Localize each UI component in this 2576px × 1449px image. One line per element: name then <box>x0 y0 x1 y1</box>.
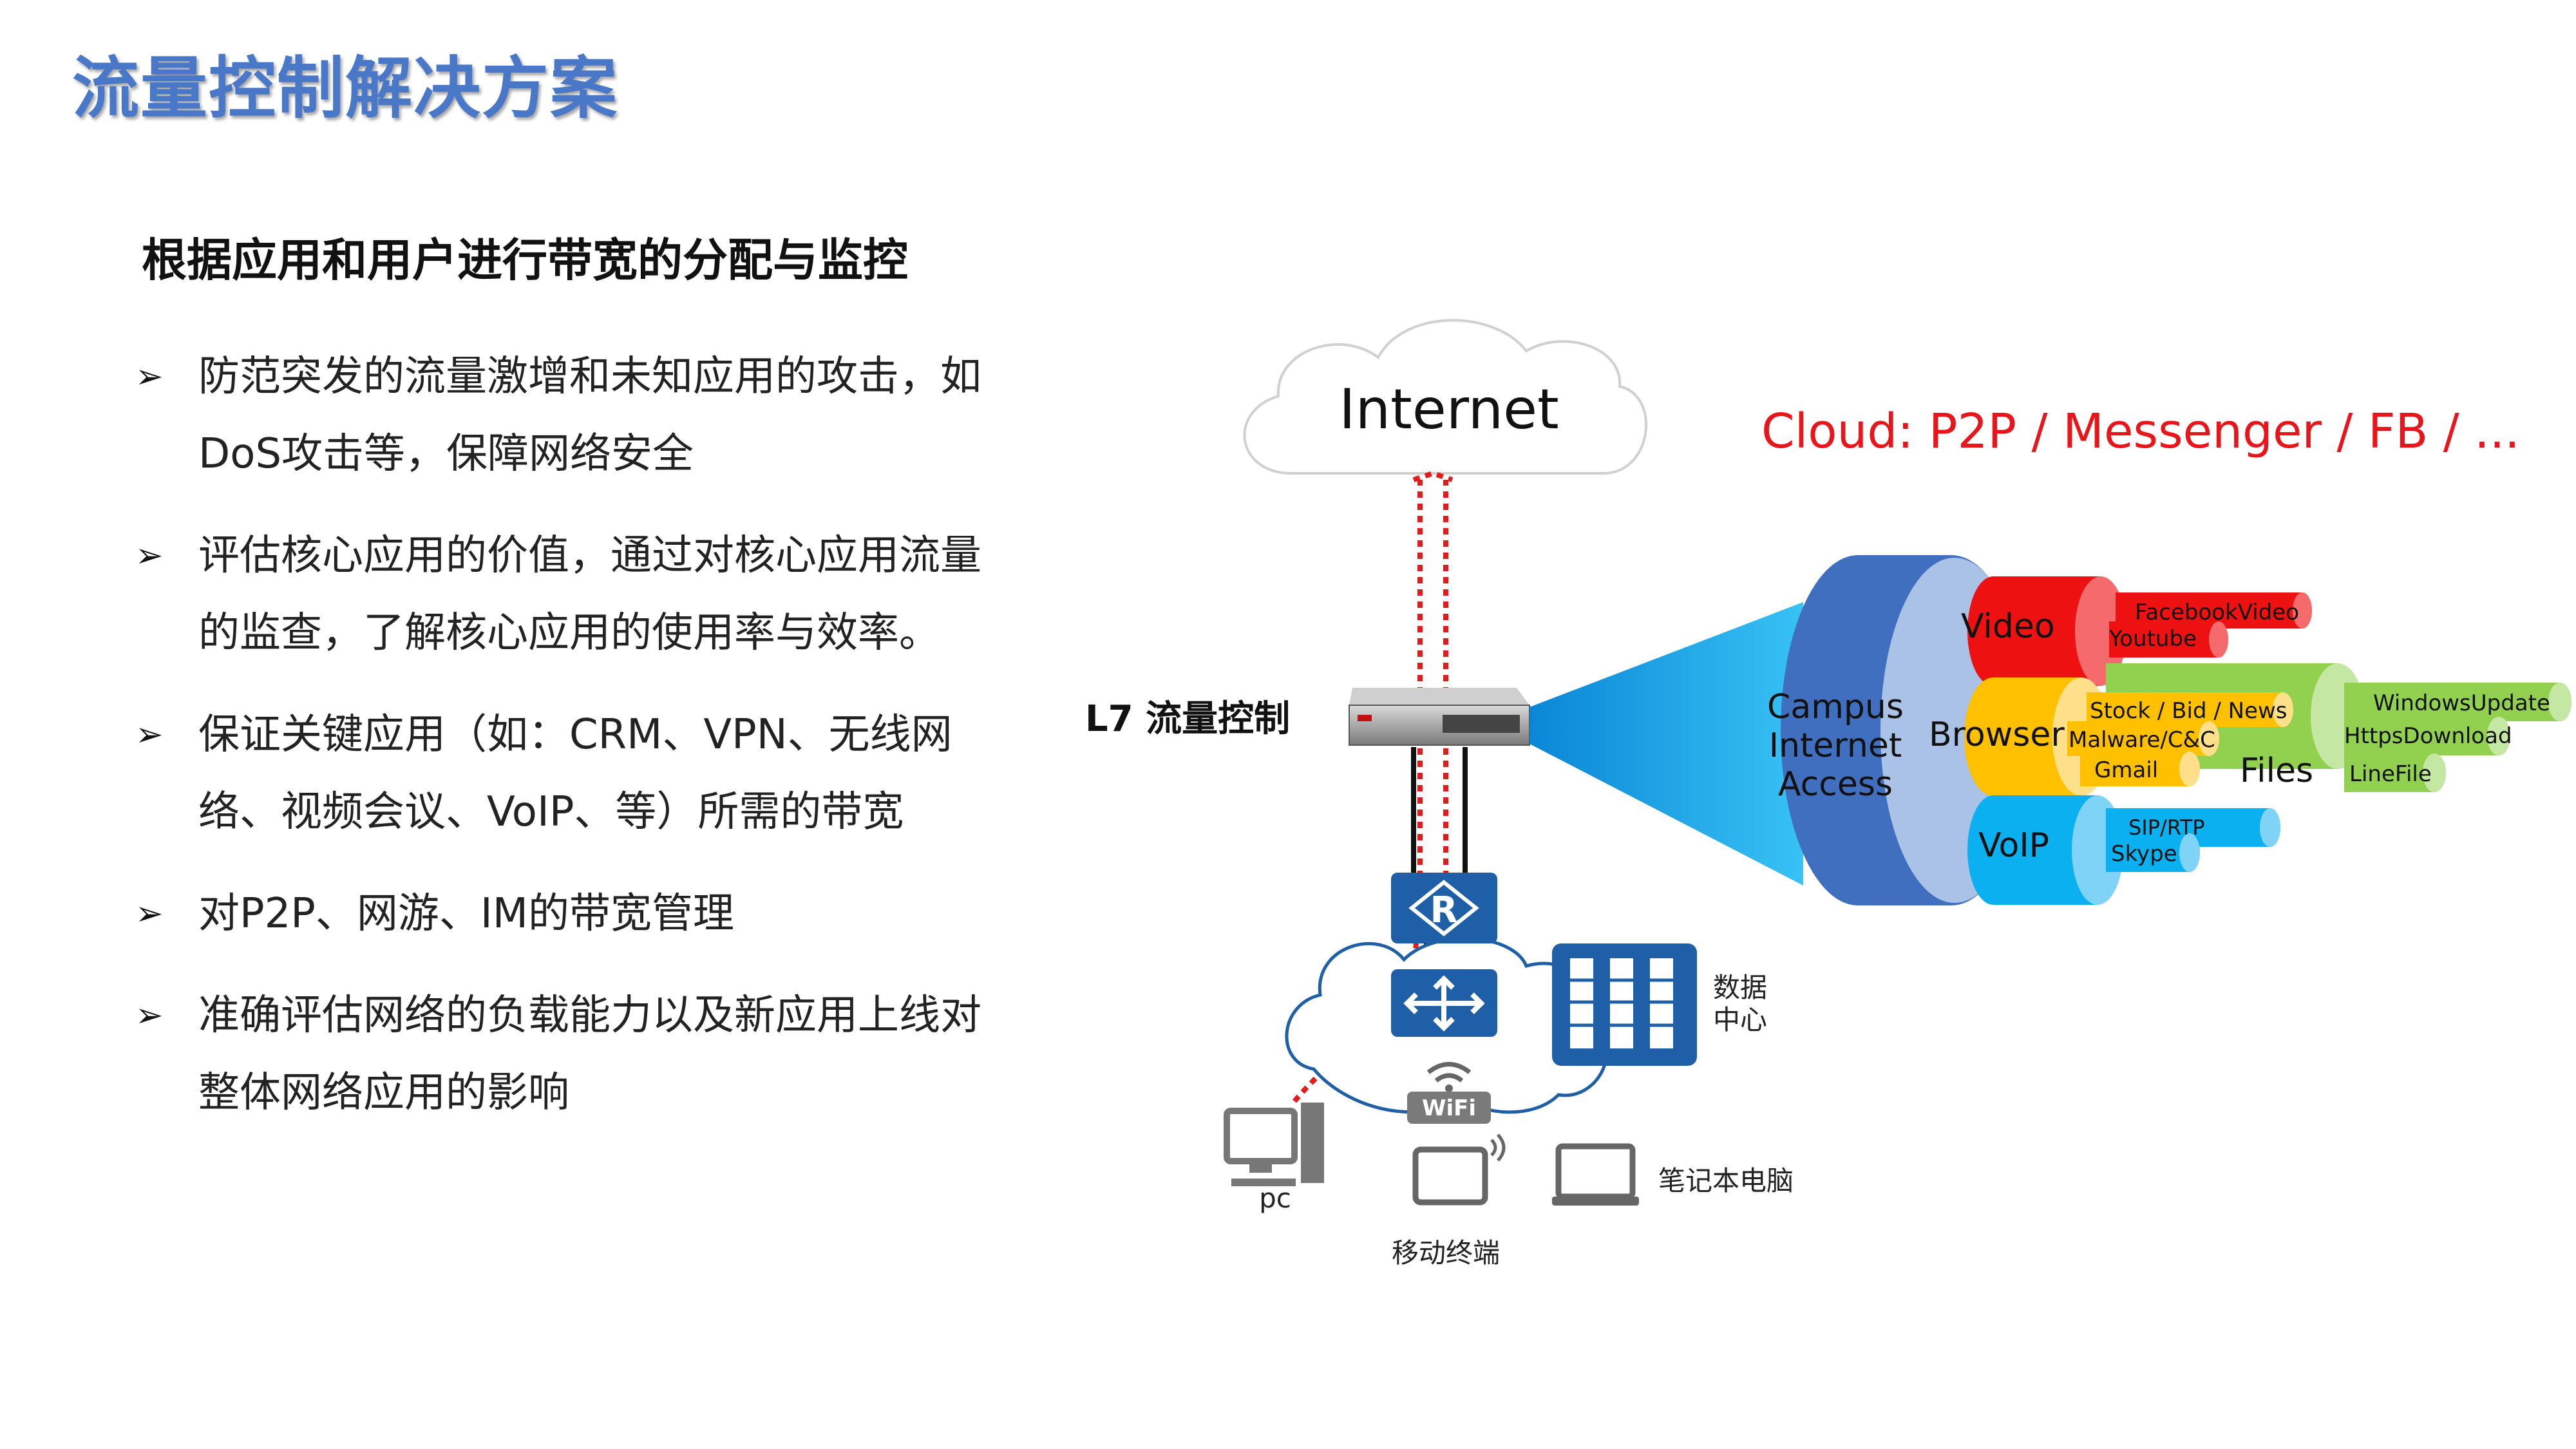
bullet-line: 防范突发的流量激增和未知应用的攻击，如 <box>198 353 981 401</box>
pipe-label-stock: Stock / Bid / News <box>2090 698 2287 724</box>
bullet-item: ➢ 保证关键应用（如：CRM、VPN、无线网 络、视频会议、VoIP、等）所需的… <box>135 696 1050 851</box>
bullet-line: 评估核心应用的价值，通过对核心应用流量 <box>198 532 981 580</box>
laptop-icon <box>1552 1143 1639 1206</box>
arrow-bullet-icon: ➢ <box>135 895 164 933</box>
bullet-item: ➢ 防范突发的流量激增和未知应用的攻击，如 DoS攻击等，保障网络安全 <box>135 338 1050 493</box>
bullet-line: 整体网络应用的影响 <box>198 1069 569 1117</box>
bullet-line: 准确评估网络的负载能力以及新应用上线对 <box>198 992 981 1039</box>
cloud-apps-label: Cloud: P2P / Messenger / FB / ... <box>1761 404 2520 459</box>
pipe-label-files: Files <box>2240 752 2313 790</box>
bullet-item: ➢ 准确评估网络的负载能力以及新应用上线对 整体网络应用的影响 <box>135 977 1050 1132</box>
pipe-label-malware: Malware/C&C <box>2069 727 2215 753</box>
pc-icon <box>1224 1103 1324 1186</box>
datacenter-label: 数据 <box>1713 972 1767 1003</box>
mobile-terminal-icon <box>1412 1133 1506 1206</box>
subtitle: 根据应用和用户进行带宽的分配与监控 <box>142 234 908 287</box>
wifi-label: WiFi <box>1422 1095 1476 1121</box>
bullet-list: ➢ 防范突发的流量激增和未知应用的攻击，如 DoS攻击等，保障网络安全 ➢ 评估… <box>135 338 1050 1156</box>
l7-appliance-icon <box>1349 688 1530 746</box>
internet-label: Internet <box>1339 377 1558 442</box>
datacenter-icon <box>1552 943 1697 1066</box>
campus-label: Internet <box>1769 726 1902 765</box>
pipe-label-windows-update: WindowsUpdate <box>2373 690 2550 716</box>
arrow-bullet-icon: ➢ <box>135 536 164 575</box>
campus-label: Access <box>1778 765 1893 804</box>
router-icon: R <box>1391 873 1497 943</box>
bullet-line: 保证关键应用（如：CRM、VPN、无线网 <box>198 711 952 759</box>
switch-icon <box>1391 969 1497 1037</box>
wifi-ap-icon: WiFi <box>1407 1062 1491 1124</box>
bullet-line: DoS攻击等，保障网络安全 <box>198 430 694 478</box>
arrow-bullet-icon: ➢ <box>135 357 164 396</box>
campus-label: Campus <box>1767 688 1904 726</box>
internet-cloud-icon <box>1243 319 1647 475</box>
pipe-label-browser: Browser <box>1929 715 2065 754</box>
laptop-label: 笔记本电脑 <box>1658 1165 1794 1197</box>
pipe-label-https-download: HttpsDownload <box>2344 723 2512 749</box>
pipe-label-gmail: Gmail <box>2094 757 2158 783</box>
arrow-bullet-icon: ➢ <box>135 996 164 1035</box>
pipe-label-sip: SIP/RTP <box>2128 815 2205 840</box>
bullet-line: 对P2P、网游、IM的带宽管理 <box>198 890 734 938</box>
pipe-label-voip: VoIP <box>1978 826 2049 865</box>
bullet-line: 的监查，了解核心应用的使用率与效率。 <box>198 609 940 657</box>
pipe-label-youtube: Youtube <box>2108 626 2197 652</box>
mobile-terminal-label: 移动终端 <box>1392 1237 1500 1269</box>
bullet-line: 络、视频会议、VoIP、等）所需的带宽 <box>198 788 904 836</box>
slide-title: 流量控制解决方案 <box>72 49 619 128</box>
pipe-label-facebook-video: FacebookVideo <box>2135 600 2299 625</box>
traffic-beam <box>1530 602 1803 886</box>
l7-control-label: L7 流量控制 <box>1085 698 1290 740</box>
router-symbol: R <box>1430 889 1457 931</box>
pipe-label-skype: Skype <box>2111 841 2177 867</box>
bullet-item: ➢ 对P2P、网游、IM的带宽管理 <box>135 875 1050 952</box>
pc-label: pc <box>1259 1182 1291 1214</box>
arrow-bullet-icon: ➢ <box>135 715 164 754</box>
bullet-item: ➢ 评估核心应用的价值，通过对核心应用流量 的监查，了解核心应用的使用率与效率。 <box>135 517 1050 672</box>
pipe-label-line-file: LineFile <box>2349 761 2432 787</box>
pipe-label-video: Video <box>1961 607 2055 646</box>
campus-pipe-bundle <box>1781 555 2571 905</box>
datacenter-label: 中心 <box>1713 1004 1767 1036</box>
